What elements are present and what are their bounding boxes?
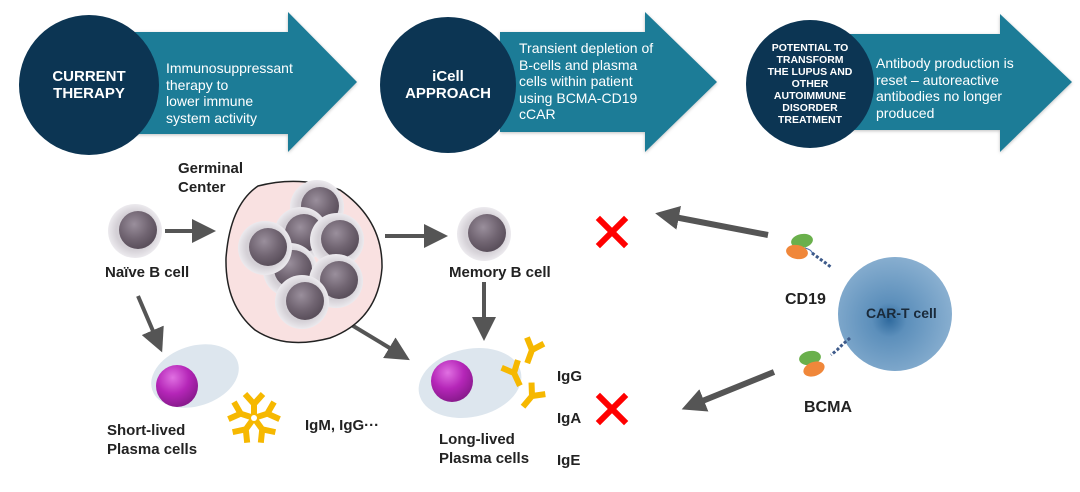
car-t-arrow-bcma [681, 369, 776, 412]
blocked-cross-icon [595, 392, 629, 426]
igg-antibody-icon [519, 338, 544, 367]
bcma-label: BCMA [804, 399, 852, 416]
germinal-center-label: Germinal Center [178, 160, 244, 196]
gc-b-cell [238, 221, 292, 275]
step-3-circle [746, 20, 874, 148]
antibody-iga-label: IgA [557, 410, 582, 427]
steps-graphics [19, 12, 1072, 155]
step-1-circle [19, 15, 159, 155]
step-1-label: CURRENT THERAPY [52, 67, 126, 102]
cd19-car-receptor-icon [786, 233, 833, 270]
cd19-label: CD19 [785, 291, 826, 308]
step-2-description: Transient depletion of B-cells and plasm… [519, 40, 654, 123]
step-3-label: POTENTIAL TO TRANSFORM THE LUPUS AND OTH… [767, 41, 853, 127]
arrow-naive-to-shortlived [136, 295, 164, 353]
short-lived-plasma-label: Short-lived Plasma cells [107, 422, 198, 458]
step-1-arrow [130, 12, 357, 152]
blocked-cross-icon [595, 215, 629, 249]
naive-b-cell-label: Naïve B cell [105, 264, 190, 281]
antibody-ige-label: IgE [557, 452, 581, 469]
long-lived-antibodies-list: IgG IgA IgE [557, 345, 582, 492]
ige-antibody-icon [516, 383, 545, 413]
step-2-label: iCell APPROACH [405, 67, 491, 102]
long-lived-plasma-label: Long-lived Plasma cells [439, 431, 530, 467]
bcma-car-receptor-icon [799, 336, 851, 377]
antibody-igg-label: IgG [557, 368, 582, 385]
memory-b-cell [457, 207, 511, 261]
car-t-cell-label: CAR-T cell [866, 305, 937, 321]
step-3-description: Antibody production is reset – autoreact… [876, 55, 1014, 121]
naive-b-cell [108, 204, 162, 258]
step-2-circle [380, 17, 516, 153]
memory-b-cell-label: Memory B cell [449, 264, 551, 281]
step-3-arrow [848, 14, 1072, 152]
igm-antibody-icon [228, 394, 279, 443]
long-lived-plasma-cell [418, 348, 522, 418]
step-1-description: Immunosuppressant therapy to lower immun… [166, 60, 293, 126]
gc-b-cell [275, 275, 329, 329]
car-t-cell [838, 257, 952, 371]
short-lived-plasma-cell [151, 344, 239, 408]
step-2-arrow [500, 12, 717, 152]
short-lived-antibodies-label: IgM, IgG··· [305, 417, 380, 434]
car-t-arrow-cd19 [655, 206, 769, 238]
